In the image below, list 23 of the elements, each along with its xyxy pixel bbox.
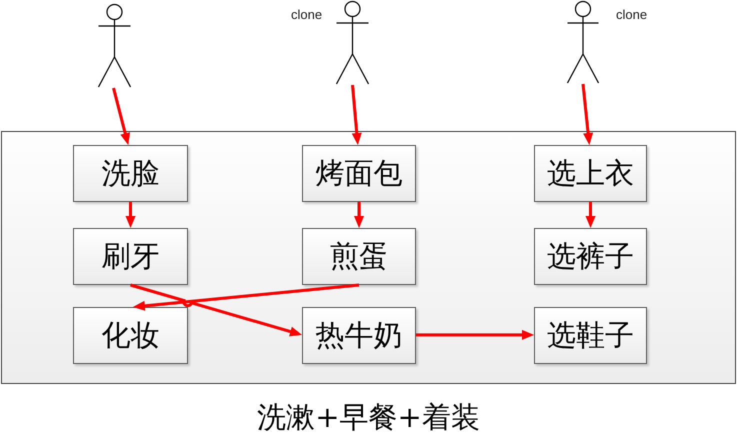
arrow [351,84,362,145]
stick-figure [567,0,599,84]
arrow [416,330,534,340]
arrow [112,88,130,146]
stick-figure [336,0,369,85]
side-label: clone [616,7,648,23]
step-box: 刷牙 [73,228,188,285]
arrow [132,284,360,311]
step-box: 选上衣 [534,145,647,202]
arrow [126,202,136,228]
step-box: 煎蛋 [302,228,416,285]
arrow [582,84,594,145]
step-box: 选裤子 [534,228,647,285]
step-box: 热牛奶 [302,307,416,364]
step-box: 选鞋子 [534,307,647,364]
side-label: clone [291,7,322,23]
group-title: 洗漱+早餐+着装 [257,402,480,434]
arrow [354,202,364,228]
step-box: 烤面包 [302,145,416,202]
step-box: 洗脸 [73,145,188,202]
step-box: 化妆 [73,307,188,364]
stick-figure [98,3,131,88]
arrow [586,202,596,228]
